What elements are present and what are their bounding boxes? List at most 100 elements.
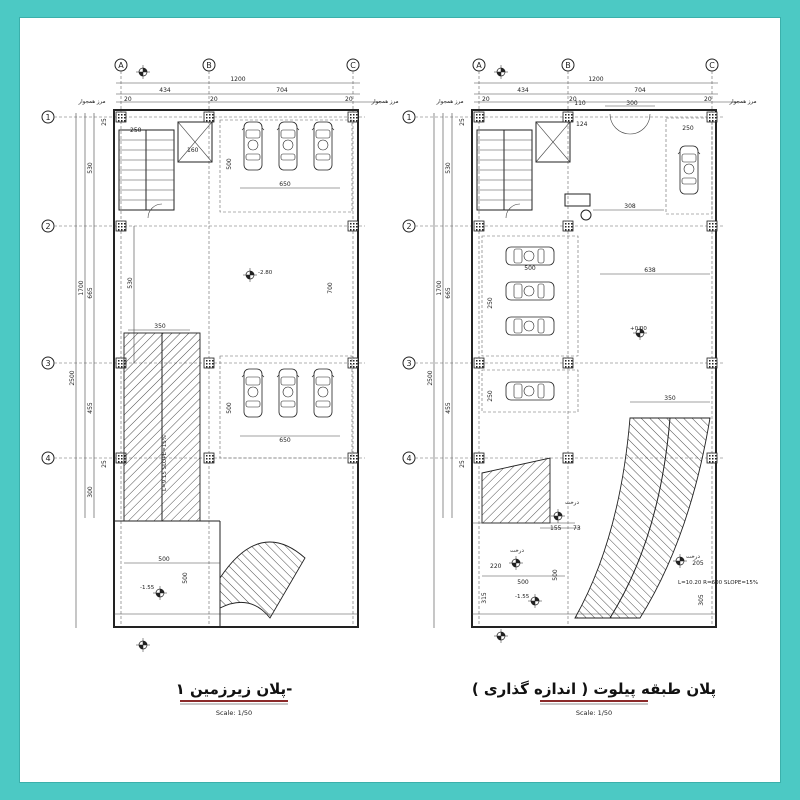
svg-text:B: B bbox=[206, 61, 212, 70]
svg-text:4: 4 bbox=[406, 454, 411, 463]
entrance-doors: 300 110 124 bbox=[574, 100, 655, 135]
svg-text:500: 500 bbox=[517, 579, 529, 586]
svg-text:-1.55: -1.55 bbox=[140, 585, 155, 591]
plan-left: A B C 1200 434 704 20 20 20 مرز همجوار م… bbox=[41, 58, 399, 717]
svg-text:-2.80: -2.80 bbox=[258, 270, 273, 276]
svg-text:500: 500 bbox=[524, 265, 536, 272]
svg-text:205: 205 bbox=[692, 560, 704, 567]
svg-text:A: A bbox=[118, 61, 124, 70]
svg-text:455: 455 bbox=[445, 402, 452, 414]
plan-right-scale: Scale: 1/50 bbox=[576, 709, 612, 717]
svg-text:305: 305 bbox=[698, 594, 705, 606]
svg-text:300: 300 bbox=[626, 100, 638, 107]
svg-text:1: 1 bbox=[406, 113, 411, 122]
svg-text:220: 220 bbox=[490, 563, 502, 570]
svg-text:434: 434 bbox=[517, 87, 529, 94]
elevator-left: 160 bbox=[177, 121, 213, 163]
svg-text:1700: 1700 bbox=[436, 280, 443, 295]
ramp-small-right bbox=[481, 457, 551, 524]
tree-1: درخت bbox=[550, 500, 579, 524]
ramp-straight-left: L=9.15 SLOPE=15% bbox=[123, 332, 201, 522]
svg-text:650: 650 bbox=[279, 437, 291, 444]
axis-bubble-B: B bbox=[202, 58, 216, 628]
parking-bay-lower: 500 650 bbox=[219, 355, 353, 459]
svg-text:25: 25 bbox=[459, 460, 466, 468]
svg-text:2500: 2500 bbox=[69, 370, 76, 385]
plan-left-scale: Scale: 1/50 bbox=[216, 709, 252, 717]
svg-text:L=10.20 R=600 SLOPE=15%: L=10.20 R=600 SLOPE=15% bbox=[678, 580, 758, 586]
svg-text:درخت: درخت bbox=[565, 500, 579, 506]
svg-text:-1.55: -1.55 bbox=[515, 594, 530, 600]
svg-text:+0.00: +0.00 bbox=[630, 326, 647, 332]
stair-left: 250 bbox=[118, 127, 175, 219]
svg-text:1200: 1200 bbox=[230, 76, 245, 83]
svg-text:704: 704 bbox=[634, 87, 646, 94]
svg-text:20: 20 bbox=[482, 96, 490, 103]
svg-text:300: 300 bbox=[87, 486, 94, 498]
svg-text:3: 3 bbox=[406, 359, 411, 368]
svg-text:2: 2 bbox=[406, 222, 411, 231]
svg-text:530: 530 bbox=[445, 162, 452, 174]
svg-text:500: 500 bbox=[552, 569, 559, 581]
north-marker bbox=[135, 64, 151, 80]
svg-text:درخت: درخت bbox=[686, 554, 700, 560]
tree-3: درخت bbox=[672, 553, 700, 569]
svg-text:665: 665 bbox=[445, 287, 452, 299]
svg-text:250: 250 bbox=[487, 297, 494, 309]
svg-text:500: 500 bbox=[226, 402, 233, 414]
svg-text:155: 155 bbox=[550, 525, 562, 532]
stair-right bbox=[476, 129, 533, 219]
svg-text:250: 250 bbox=[130, 127, 142, 134]
svg-text:1: 1 bbox=[45, 113, 50, 122]
parking-bay-upper: 500 650 bbox=[219, 119, 353, 213]
ramp-curved-left bbox=[219, 541, 306, 619]
drawing-sheet: A B C 1200 434 704 20 20 20 مرز همجوار م… bbox=[20, 18, 780, 782]
svg-text:C: C bbox=[350, 61, 356, 70]
axis-bubble-A: A bbox=[114, 58, 128, 628]
tree-2: درخت bbox=[508, 548, 524, 571]
svg-text:124: 124 bbox=[576, 121, 588, 128]
svg-text:73: 73 bbox=[573, 525, 581, 532]
svg-text:L=9.15 SLOPE=15%: L=9.15 SLOPE=15% bbox=[162, 435, 168, 491]
svg-text:650: 650 bbox=[279, 181, 291, 188]
svg-text:350: 350 bbox=[154, 323, 166, 330]
svg-text:20: 20 bbox=[345, 96, 353, 103]
svg-text:530: 530 bbox=[87, 162, 94, 174]
svg-text:مرز همجوار: مرز همجوار bbox=[435, 99, 463, 105]
svg-text:704: 704 bbox=[276, 87, 288, 94]
plan-left-title: پلان زیرزمین ۱- bbox=[176, 680, 293, 699]
svg-text:500: 500 bbox=[226, 158, 233, 170]
svg-text:25: 25 bbox=[101, 460, 108, 468]
svg-text:1700: 1700 bbox=[78, 280, 85, 295]
svg-text:434: 434 bbox=[159, 87, 171, 94]
svg-text:مرز همجوار: مرز همجوار bbox=[77, 99, 105, 105]
svg-text:530: 530 bbox=[127, 277, 134, 289]
svg-text:308: 308 bbox=[624, 203, 636, 210]
svg-text:250: 250 bbox=[682, 125, 694, 132]
svg-text:638: 638 bbox=[644, 267, 656, 274]
svg-text:4: 4 bbox=[45, 454, 50, 463]
svg-text:25: 25 bbox=[459, 118, 466, 126]
elevator-right bbox=[535, 121, 571, 163]
axis-bubble-B: B bbox=[561, 58, 575, 628]
svg-text:500: 500 bbox=[158, 556, 170, 563]
plan-right-title: پلان طبقه پیلوت ( اندازه گذاری ) bbox=[472, 680, 716, 699]
plan-right: A B C 1200 434 704 20 20 20 مرز همجوار م… bbox=[402, 58, 758, 717]
axis-bubble-2: 2 bbox=[41, 219, 365, 233]
axis-bubble-4: 4 bbox=[41, 451, 365, 465]
svg-text:160: 160 bbox=[187, 147, 199, 154]
svg-text:1200: 1200 bbox=[588, 76, 603, 83]
axis-bubble-C: C bbox=[346, 58, 360, 628]
svg-text:110: 110 bbox=[574, 100, 586, 107]
svg-text:455: 455 bbox=[87, 402, 94, 414]
svg-text:500: 500 bbox=[182, 572, 189, 584]
svg-text:20: 20 bbox=[124, 96, 132, 103]
svg-text:B: B bbox=[565, 61, 571, 70]
svg-text:A: A bbox=[476, 61, 482, 70]
svg-text:20: 20 bbox=[210, 96, 218, 103]
parking-bay-side: 500 250 250 bbox=[481, 235, 579, 413]
svg-text:250: 250 bbox=[487, 390, 494, 402]
svg-text:درخت: درخت bbox=[510, 548, 524, 554]
south-marker bbox=[135, 637, 151, 653]
plans-drawing: A B C 1200 434 704 20 20 20 مرز همجوار م… bbox=[41, 58, 758, 717]
